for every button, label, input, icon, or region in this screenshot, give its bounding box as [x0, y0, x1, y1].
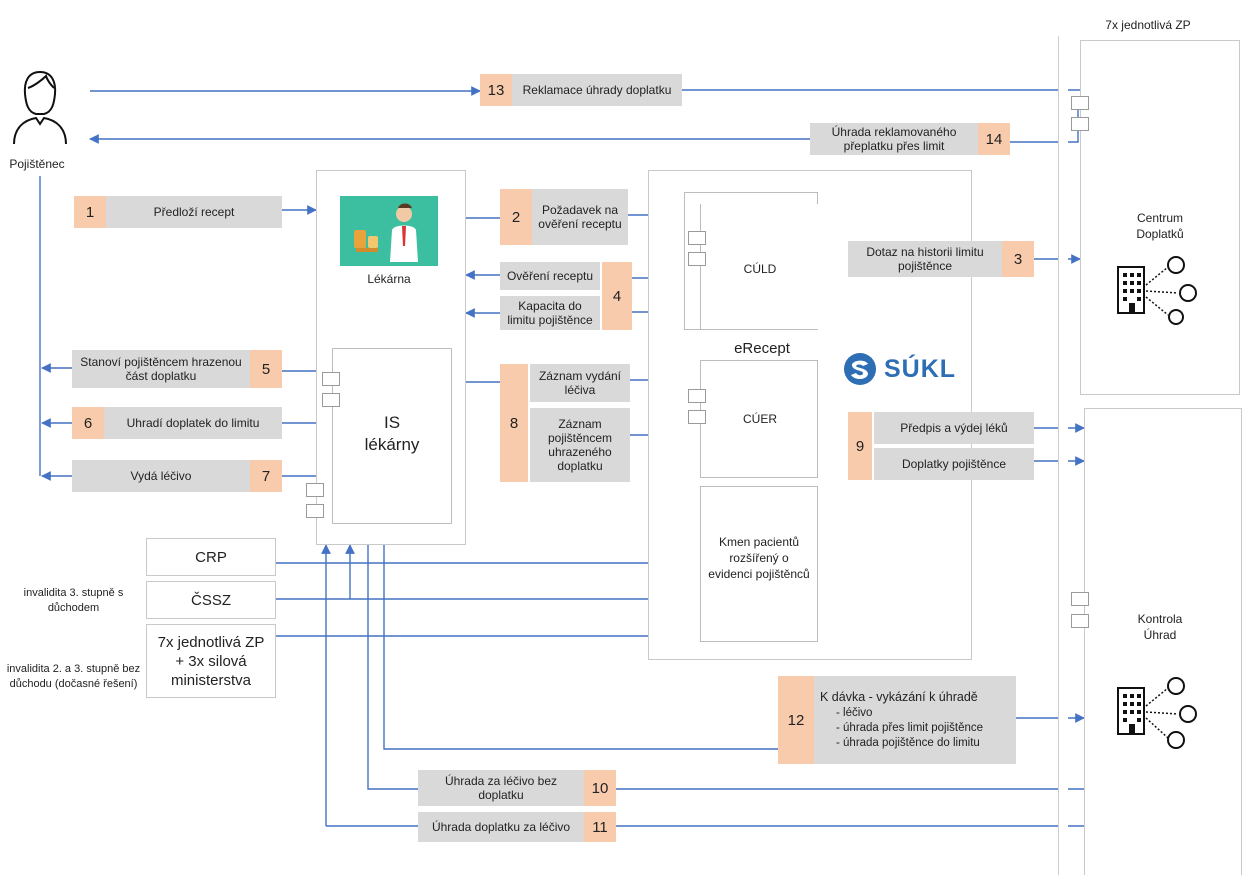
- step-14: Úhrada reklamovaného přeplatku přes limi…: [810, 123, 1010, 155]
- port: [1071, 117, 1089, 131]
- step-3: Dotaz na historii limitu pojištěnce 3: [848, 241, 1034, 277]
- kontrola-uhrad-label: Kontrola Úhrad: [1137, 612, 1183, 642]
- step-6-num: 6: [72, 407, 104, 439]
- step-7-label: Vydá léčivo: [72, 460, 250, 492]
- step-4-label-b: Kapacita do limitu pojištěnce: [500, 296, 600, 330]
- step-13: 13 Reklamace úhrady doplatku: [480, 74, 682, 106]
- step-4b: Kapacita do limitu pojištěnce: [500, 296, 600, 330]
- is-lekarny-label: IS lékárny: [364, 413, 420, 454]
- pojistenec-label: Pojištěnec: [9, 157, 65, 171]
- port: [1071, 592, 1089, 606]
- step-7: Vydá léčivo 7: [72, 460, 282, 492]
- step-14-num: 14: [978, 123, 1010, 155]
- sukl-wordmark: SÚKL: [884, 354, 957, 383]
- step-5-num: 5: [250, 350, 282, 388]
- kontrola-uhrad-box: [1084, 408, 1242, 875]
- step-6: 6 Uhradí doplatek do limitu: [72, 407, 282, 439]
- kmen-box: [700, 486, 818, 642]
- step-3-label: Dotaz na historii limitu pojištěnce: [848, 241, 1002, 277]
- port: [306, 483, 324, 497]
- centrum-doplatku-box: [1080, 40, 1240, 395]
- step-9-label-b: Doplatky pojištěnce: [874, 448, 1034, 480]
- port: [1071, 96, 1089, 110]
- step-6-label: Uhradí doplatek do limitu: [104, 407, 282, 439]
- step-12-item: - úhrada pojištěnce do limitu: [836, 736, 980, 749]
- sukl-logo-icon: [844, 353, 876, 385]
- step-11: Úhrada doplatku za léčivo 11: [418, 812, 616, 842]
- step-10-num: 10: [584, 770, 616, 806]
- step-8-num: 8: [500, 364, 528, 482]
- step-8-label-a: Záznam vydání léčiva: [530, 364, 630, 402]
- step-1-num: 1: [74, 196, 106, 228]
- cuer-box: [700, 360, 818, 478]
- step-9-label-a: Předpis a výdej léků: [874, 412, 1034, 444]
- step-1-label: Předloží recept: [106, 196, 282, 228]
- port: [688, 231, 706, 245]
- step-9a: Předpis a výdej léků: [874, 412, 1034, 444]
- step-2: 2 Požadavek na ověření receptu: [500, 189, 628, 245]
- port: [322, 372, 340, 386]
- step-3-num: 3: [1002, 241, 1034, 277]
- is-lekarny-box: [332, 348, 452, 524]
- step-12-title: K dávka - vykázání k úhradě: [820, 689, 978, 704]
- step-8a: Záznam vydání léčiva: [530, 364, 630, 402]
- culd-label: CÚLD: [743, 262, 777, 276]
- step-9-num: 9: [848, 412, 872, 480]
- centrum-doplatku-label: Centrum Doplatků: [1136, 211, 1184, 241]
- step-8b: Záznam pojištěncem uhrazeného doplatku: [530, 408, 630, 482]
- port: [1071, 614, 1089, 628]
- note-cssz: invalidita 3. stupně s důchodem: [23, 587, 124, 614]
- step-8-label-b: Záznam pojištěncem uhrazeného doplatku: [530, 408, 630, 482]
- building-icon: [1117, 256, 1197, 325]
- step-4-num: 4: [602, 262, 632, 330]
- step-12-body: K dávka - vykázání k úhradě - léčivo - ú…: [814, 676, 1016, 764]
- step-5-label: Stanoví pojištěncem hrazenou část doplat…: [72, 350, 250, 388]
- note-zp: invalidita 2. a 3. stupně bez důchodu (d…: [6, 663, 141, 690]
- source-zp-ministerstva: 7x jednotlivá ZP + 3x silová ministerstv…: [146, 624, 276, 698]
- port: [688, 389, 706, 403]
- step-12: 12 K dávka - vykázání k úhradě - léčivo …: [778, 676, 1016, 764]
- port: [688, 410, 706, 424]
- step-12-item: - léčivo: [836, 706, 873, 719]
- source-crp: CRP: [146, 538, 276, 576]
- step-10-label: Úhrada za léčivo bez doplatku: [418, 770, 584, 806]
- step-13-label: Reklamace úhrady doplatku: [512, 74, 682, 106]
- port: [306, 504, 324, 518]
- step-2-num: 2: [500, 189, 532, 245]
- port: [688, 252, 706, 266]
- cuer-label: CÚER: [742, 412, 777, 426]
- step-11-num: 11: [584, 812, 616, 842]
- step-13-num: 13: [480, 74, 512, 106]
- step-14-label: Úhrada reklamovaného přeplatku přes limi…: [810, 123, 978, 155]
- port: [322, 393, 340, 407]
- zp-header: 7x jednotlivá ZP: [1105, 18, 1191, 32]
- kmen-label: Kmen pacientů rozšířený o evidenci pojiš…: [708, 535, 810, 581]
- person-icon: [13, 70, 67, 144]
- step-12-item: - úhrada přes limit pojištěnce: [836, 721, 984, 734]
- sukl-logo: SÚKL: [842, 351, 956, 387]
- step-11-label: Úhrada doplatku za léčivo: [418, 812, 584, 842]
- step-9b: Doplatky pojištěnce: [874, 448, 1034, 480]
- zp-column-line: [1058, 36, 1068, 875]
- step-5: Stanoví pojištěncem hrazenou část doplat…: [72, 350, 282, 388]
- lekarna-label: Lékárna: [367, 272, 411, 286]
- source-cssz: ČSSZ: [146, 581, 276, 619]
- step-7-num: 7: [250, 460, 282, 492]
- step-4a: Ověření receptu: [500, 262, 600, 290]
- building-icon: [1117, 677, 1197, 749]
- culd-inner: [700, 204, 818, 330]
- step-4-label-a: Ověření receptu: [500, 262, 600, 290]
- step-10: Úhrada za léčivo bez doplatku 10: [418, 770, 616, 806]
- step-1: 1 Předloží recept: [74, 196, 282, 228]
- step-12-num: 12: [778, 676, 814, 764]
- erecept-label: eRecept: [734, 340, 790, 357]
- pharmacist-icon: [340, 196, 438, 266]
- step-2-label: Požadavek na ověření receptu: [532, 189, 628, 245]
